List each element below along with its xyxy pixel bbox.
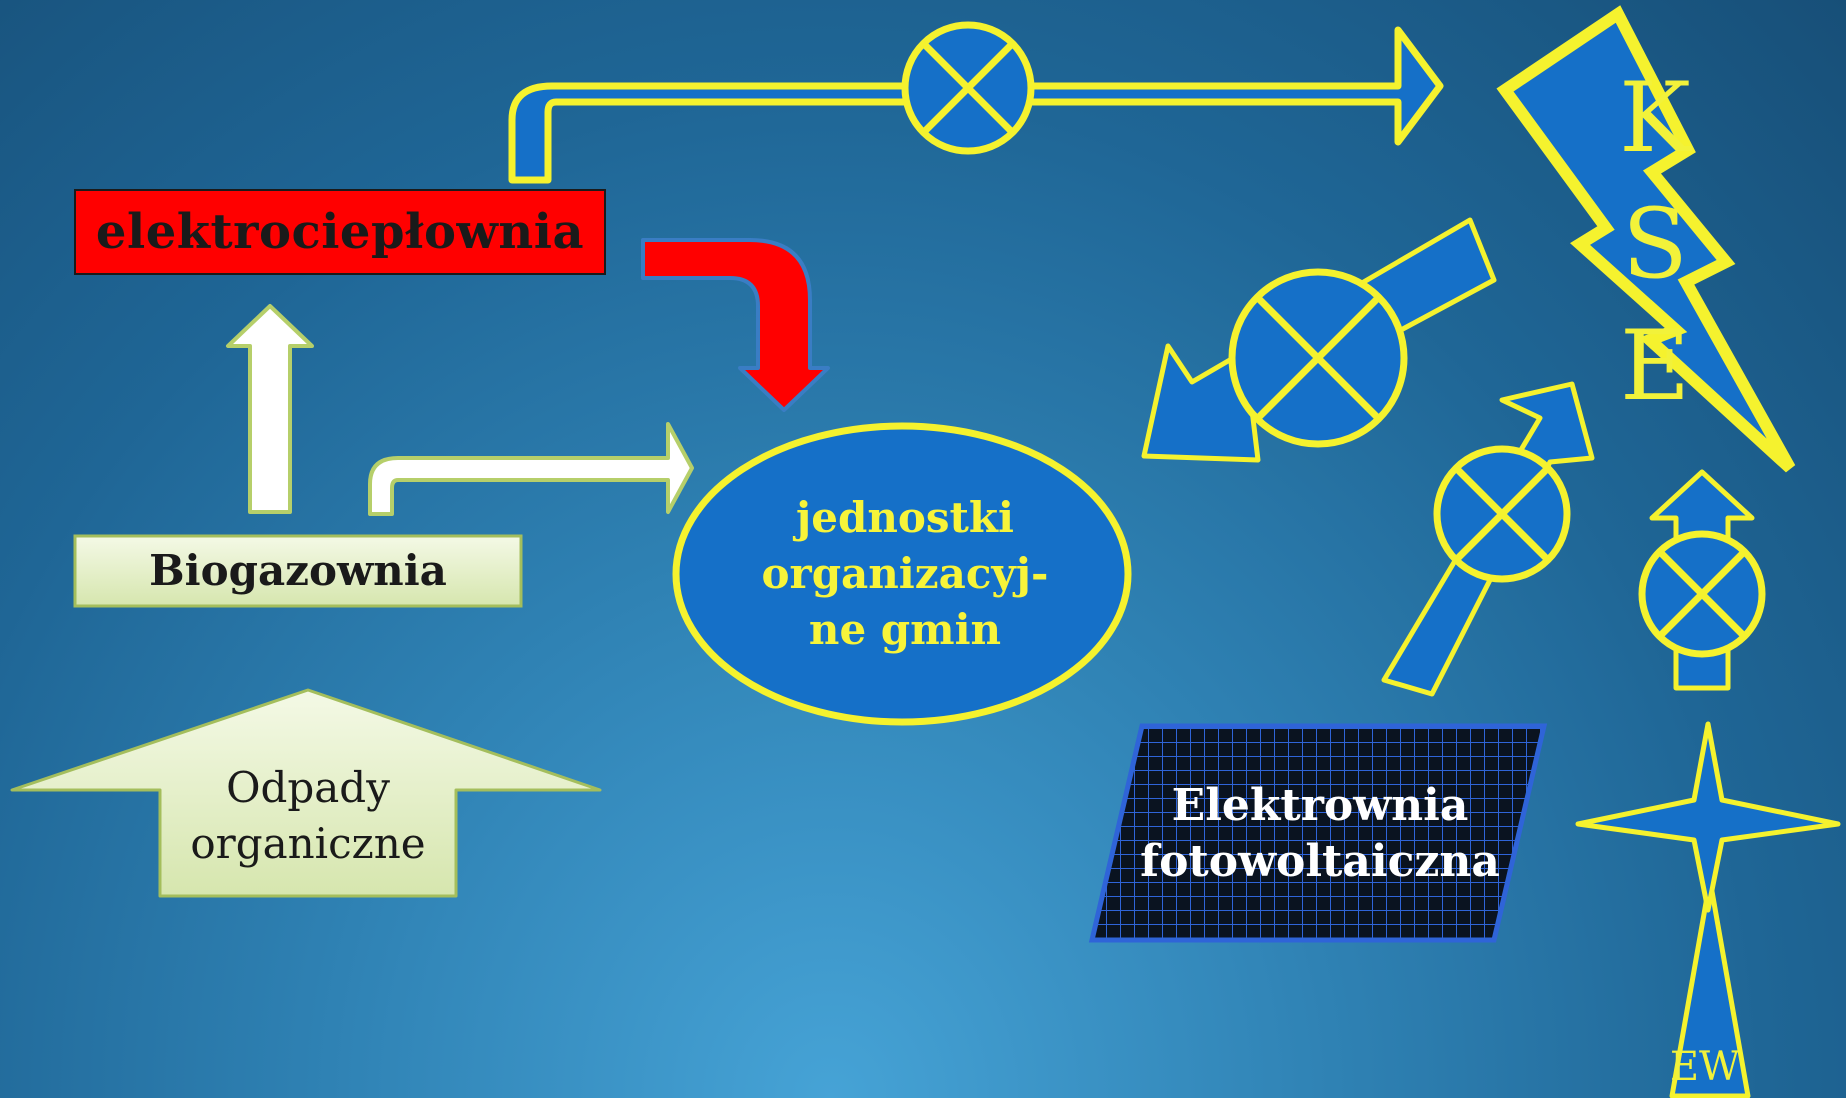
kse-letter-k: K (1619, 62, 1691, 174)
jednostki-label: jednostki organizacyj- ne gmin (700, 490, 1110, 658)
meter-icon (901, 21, 1035, 155)
bent-arrow-white (368, 422, 694, 516)
elektrocieplownia-box (74, 189, 606, 275)
odpady-line-1: Odpady (226, 763, 390, 812)
odpady-line-2: organiczne (190, 819, 426, 868)
pv-line-1: Elektrownia (1171, 780, 1469, 831)
kse-letter-s: S (1622, 188, 1688, 300)
red-arrow (641, 238, 830, 412)
jednostki-line-1: jednostki (796, 493, 1014, 542)
jednostki-ellipse (672, 422, 1132, 726)
kse-letter-e: E (1619, 310, 1691, 422)
biogazownia-label: Biogazownia (149, 546, 447, 595)
elektrocieplownia-label: elektrociepłownia (95, 204, 585, 260)
top-arrow-to-kse (508, 26, 1444, 184)
jednostki-line-2: organizacyj- (761, 549, 1049, 598)
meter-icon (1433, 445, 1571, 583)
wind-turbine-icon (1575, 721, 1841, 1098)
odpady-arrow (10, 688, 602, 898)
biogazownia-box (73, 534, 523, 608)
lightning-bolt-icon (1496, 5, 1796, 473)
ew-label: EW (1669, 1044, 1741, 1090)
solar-panel-icon (1088, 723, 1548, 943)
jednostki-line-3: ne gmin (808, 605, 1002, 654)
meter-icon (1228, 268, 1408, 448)
up-arrow-white (226, 304, 314, 514)
pv-line-2: fotowoltaiczna (1140, 836, 1500, 887)
odpady-label: Odpady organiczne (150, 760, 466, 872)
meter-icon (1638, 530, 1766, 658)
pv-label: Elektrownia fotowoltaiczna (1100, 778, 1540, 890)
